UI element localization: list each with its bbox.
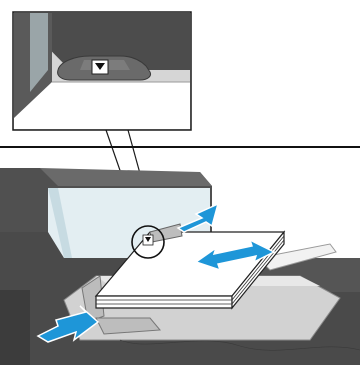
zoom-inset — [13, 12, 191, 130]
guide-mark-icon — [92, 60, 108, 74]
